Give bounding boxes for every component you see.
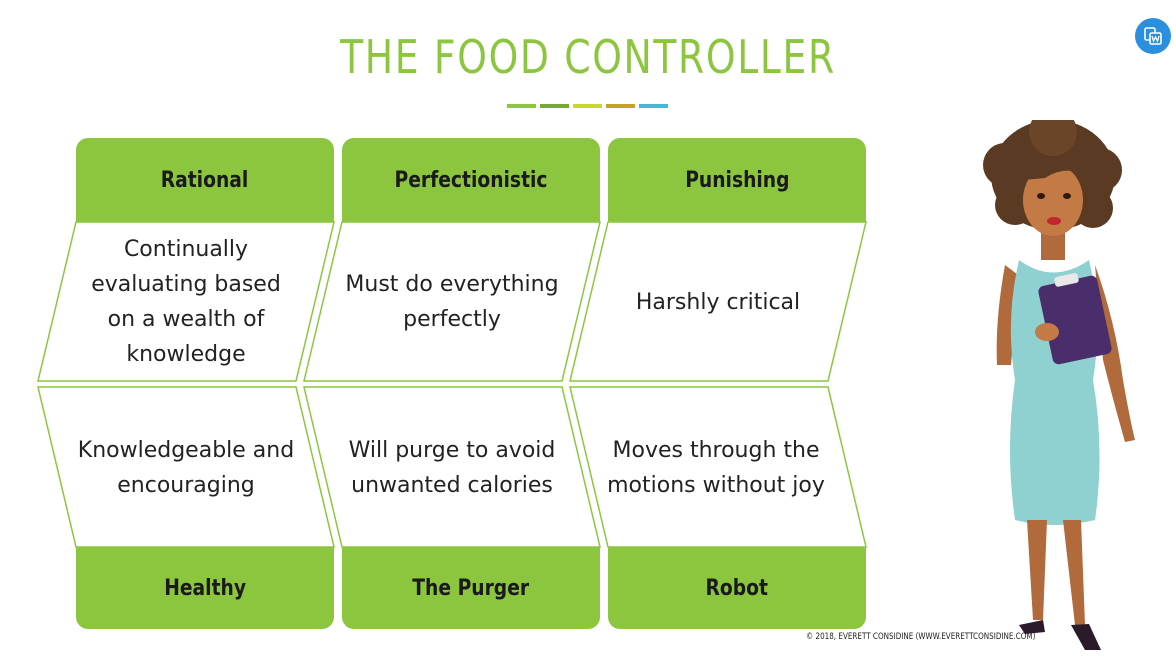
bottom-shape-1	[37, 386, 335, 548]
dash-3	[573, 104, 602, 108]
rational-description: Continually evaluating based on a wealth…	[91, 237, 281, 367]
purger-description: Will purge to avoid unwanted calories	[348, 437, 556, 498]
footer-the-purger: The Purger	[342, 547, 600, 629]
convert-to-word-button[interactable]	[1135, 18, 1171, 54]
footer-robot: Robot	[608, 547, 866, 629]
healthy-description: Knowledgeable and encouraging	[77, 437, 295, 498]
dash-4	[606, 104, 635, 108]
top-shape-3	[569, 221, 867, 382]
header-rational: Rational	[76, 138, 334, 222]
header-punishing: Punishing	[608, 138, 866, 222]
woman-illustration	[983, 120, 1135, 650]
dash-2	[540, 104, 569, 108]
punishing-description: Harshly critical	[635, 289, 801, 315]
bottom-shape-2	[303, 386, 601, 548]
header-perfectionistic: Perfectionistic	[342, 138, 600, 222]
convert-to-word-icon	[1144, 27, 1162, 45]
title-underline	[507, 104, 668, 108]
dash-1	[507, 104, 536, 108]
slide-title: THE FOOD CONTROLLER	[340, 30, 836, 84]
robot-description: Moves through the motions without joy	[607, 437, 825, 498]
bottom-shape-3	[569, 386, 867, 548]
dash-5	[639, 104, 668, 108]
footer-healthy: Healthy	[76, 547, 334, 629]
top-shape-2	[303, 221, 601, 382]
perfectionistic-description: Must do everything perfectly	[345, 272, 559, 332]
copyright-text: © 2018, EVERETT CONSIDINE (WWW.EVERETTCO…	[806, 632, 1036, 642]
top-shape-1	[37, 221, 335, 382]
